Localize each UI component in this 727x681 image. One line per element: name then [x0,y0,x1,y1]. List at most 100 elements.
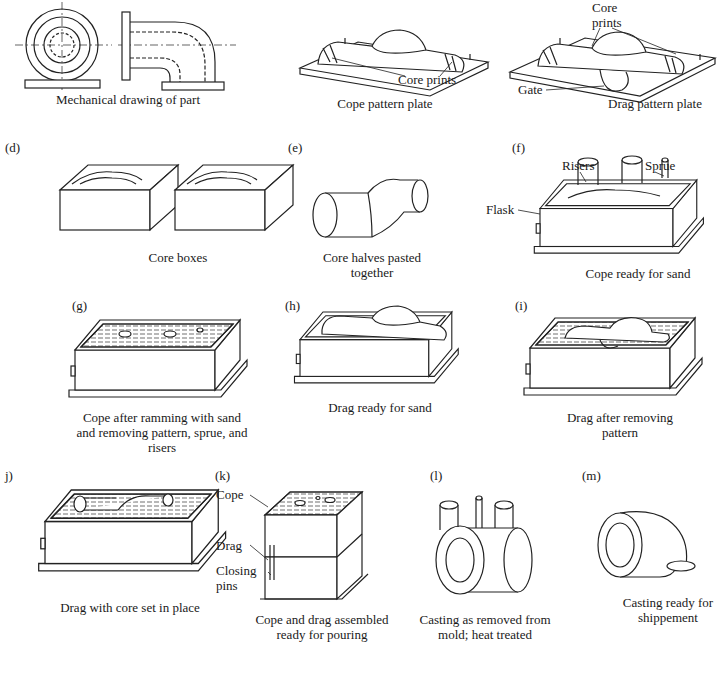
core-part [412,180,428,212]
mechanical-drawing [15,2,236,90]
finished-casting-part [667,561,695,571]
drag-pattern-plate [510,32,715,102]
panel-letter: (f) [512,140,542,155]
cope-rammed-part [164,331,176,337]
leader-lines-part [518,172,664,214]
assembled-mold-part [295,501,305,506]
panel-letter: j) [5,468,35,483]
caption: Drag pattern plate [580,96,727,111]
finished-casting-part [606,523,634,567]
drag-ready-part [322,306,446,340]
drag-rammed-part [600,340,618,348]
part-label: Risers [562,158,612,173]
mechanical-drawing-part [162,82,224,90]
core-boxes [60,165,293,230]
cope-rammed-part [119,331,131,337]
drag-with-core-part [51,494,211,518]
leader-lines-part [592,28,676,54]
assembled-mold-part [260,534,368,599]
cope-ready-part [568,190,660,198]
caption: Cope ready for sand [553,266,723,281]
raw-casting-part [440,501,458,509]
raw-casting-part [446,538,474,582]
cope-pattern-plate [300,30,488,96]
core-part [313,193,337,237]
mechanical-drawing-part [122,12,130,80]
assembled-mold [260,492,368,599]
raw-casting-part [436,526,484,594]
panel-letter: (i) [515,298,545,313]
panel-letter: (e) [288,140,318,155]
cope-rammed-part [197,328,203,332]
cope-pattern-plate-part [318,30,464,72]
raw-casting-part [504,528,532,592]
caption: Mechanical drawing of part [28,92,228,107]
drag-with-core-part [74,496,86,512]
caption: Drag ready for sand [295,400,465,415]
caption: Core boxes [118,250,238,265]
caption: Drag after removing pattern [555,410,685,440]
core-boxes-part [72,172,142,184]
drag-ready [294,306,458,383]
part-label: Sprue [645,158,695,173]
caption: Drag with core set in place [30,600,230,615]
caption: Cope and drag assembled ready for pourin… [247,612,397,642]
panel-letter: (d) [5,140,35,155]
core-boxes-part [60,190,150,230]
core [313,179,428,237]
cope-ready-part [534,180,703,253]
part-label: Closing pins [216,563,266,593]
core-boxes-part [175,190,265,230]
drag-rammed [524,318,702,395]
drag-with-core-part [163,494,173,506]
core-boxes-part [265,165,293,230]
mechanical-drawing-part [130,32,205,82]
drag-pattern-plate-part [600,70,628,91]
mechanical-drawing-part [15,2,236,90]
panel-letter: (k) [215,468,245,483]
part-label: Drag [216,538,256,553]
leader-lines-part [546,86,604,90]
part-label: Gate [518,82,558,97]
mechanical-drawing-part [130,22,215,82]
assembled-mold-part [316,497,320,500]
cope-ready [534,156,703,253]
drag-pattern-plate-part [543,47,676,73]
drag-rammed-part [524,318,702,395]
core-part [325,179,420,237]
assembled-mold-part [325,498,335,503]
panel-letter: (l) [430,468,460,483]
cope-rammed [69,320,247,397]
raw-casting-part [476,496,482,500]
raw-casting [436,496,532,594]
drag-pattern-plate-part [560,38,700,60]
caption: Cope after ramming with sand and removin… [72,410,252,455]
mechanical-drawing-part [25,80,100,88]
core-boxes-part [187,172,257,184]
core-part [368,193,372,237]
caption: Casting as removed from mold; heat treat… [410,612,560,642]
caption: Cope pattern plate [305,96,465,111]
cope-rammed-part [69,320,247,397]
assembled-mold-part [265,515,337,557]
drag-with-core-part [39,490,226,571]
panel-letter: (m) [582,468,612,483]
cope-pattern-plate-part [323,45,456,71]
cope-pattern-plate-part [345,38,470,60]
drag-rammed-part [565,318,669,342]
drag-with-core [39,490,226,571]
caption: Casting ready for shippement [613,595,723,625]
part-label: Flask [486,202,526,217]
panel-letter: (h) [285,298,315,313]
panel-letter: (g) [72,298,102,313]
caption: Core halves pasted together [317,250,427,280]
part-label: Core prints [592,0,637,30]
drag-with-core-part [78,496,168,510]
part-label: Core prints [398,72,478,87]
finished-casting-part [598,513,642,577]
raw-casting-part [440,498,513,530]
cope-rammed-part [81,324,233,347]
cope-ready-part [622,156,642,164]
finished-casting [598,512,695,577]
